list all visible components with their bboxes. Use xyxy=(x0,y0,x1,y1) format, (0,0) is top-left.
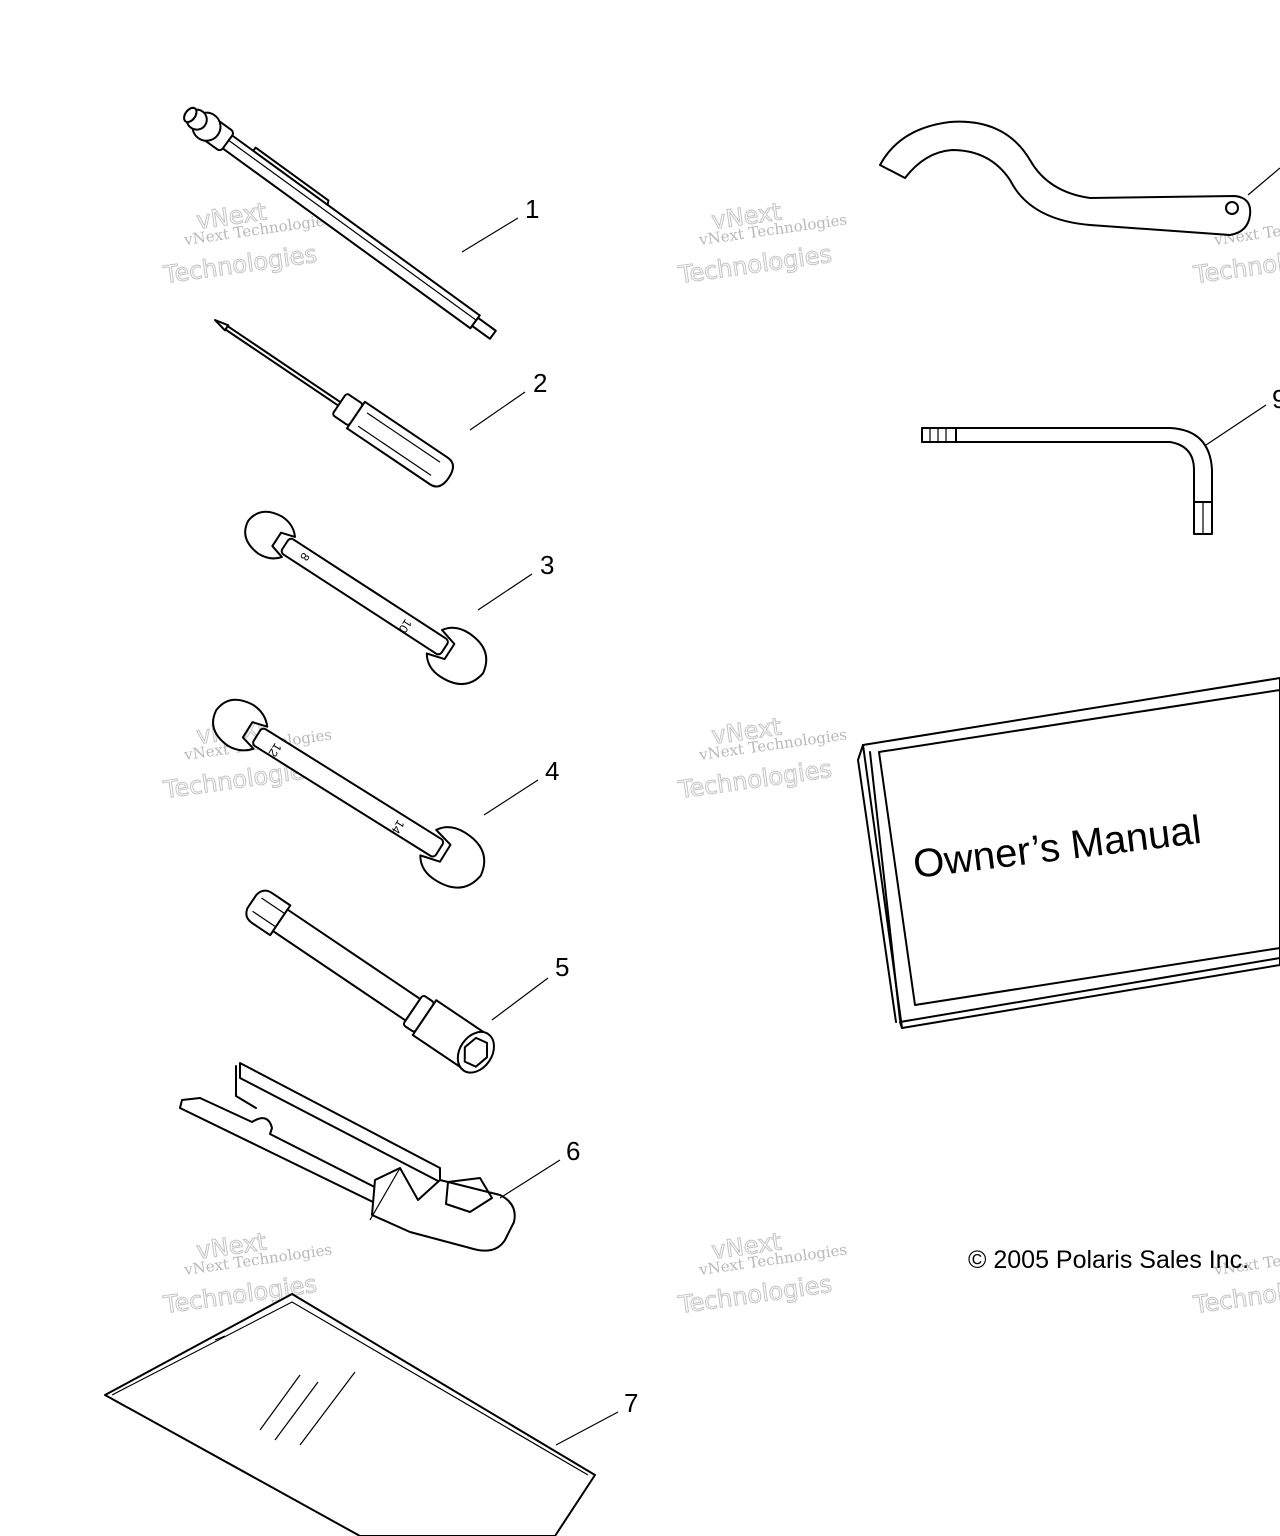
hex-key xyxy=(921,427,1213,535)
spark-plug-socket xyxy=(245,889,495,1074)
watermark-outline: Technologies xyxy=(1191,1270,1280,1319)
leader-line xyxy=(499,1159,561,1199)
folded-handle-tool xyxy=(179,1062,516,1252)
callout-3: 3 xyxy=(540,550,554,580)
open-end-wrench-8-10: 8 10 xyxy=(244,510,488,685)
callout-6: 6 xyxy=(566,1136,580,1166)
copyright-notice: © 2005 Polaris Sales Inc. xyxy=(968,1246,1249,1274)
spanner-wrench xyxy=(879,120,1252,236)
leader-line xyxy=(469,391,526,431)
owners-manual: Owner’s Manual xyxy=(857,677,1280,1029)
open-end-wrench-12-14: 12 14 xyxy=(212,698,486,889)
callout-1: 1 xyxy=(525,194,539,224)
watermark-outline: Technologies xyxy=(1191,240,1280,289)
leader-line xyxy=(1205,404,1267,446)
leader-line xyxy=(555,1411,619,1446)
leader-line xyxy=(461,217,519,253)
callout-7: 7 xyxy=(624,1388,638,1418)
leader-line xyxy=(483,779,539,816)
callout-2: 2 xyxy=(533,368,547,398)
callout-5: 5 xyxy=(555,952,569,982)
tool-bag xyxy=(104,1293,596,1536)
tire-pressure-gauge xyxy=(183,106,497,340)
leader-line xyxy=(491,977,549,1021)
callout-9: 9 xyxy=(1272,384,1280,414)
screwdriver xyxy=(214,319,455,488)
callout-4: 4 xyxy=(545,756,559,786)
leader-line xyxy=(1247,167,1280,196)
leader-line xyxy=(477,573,533,611)
